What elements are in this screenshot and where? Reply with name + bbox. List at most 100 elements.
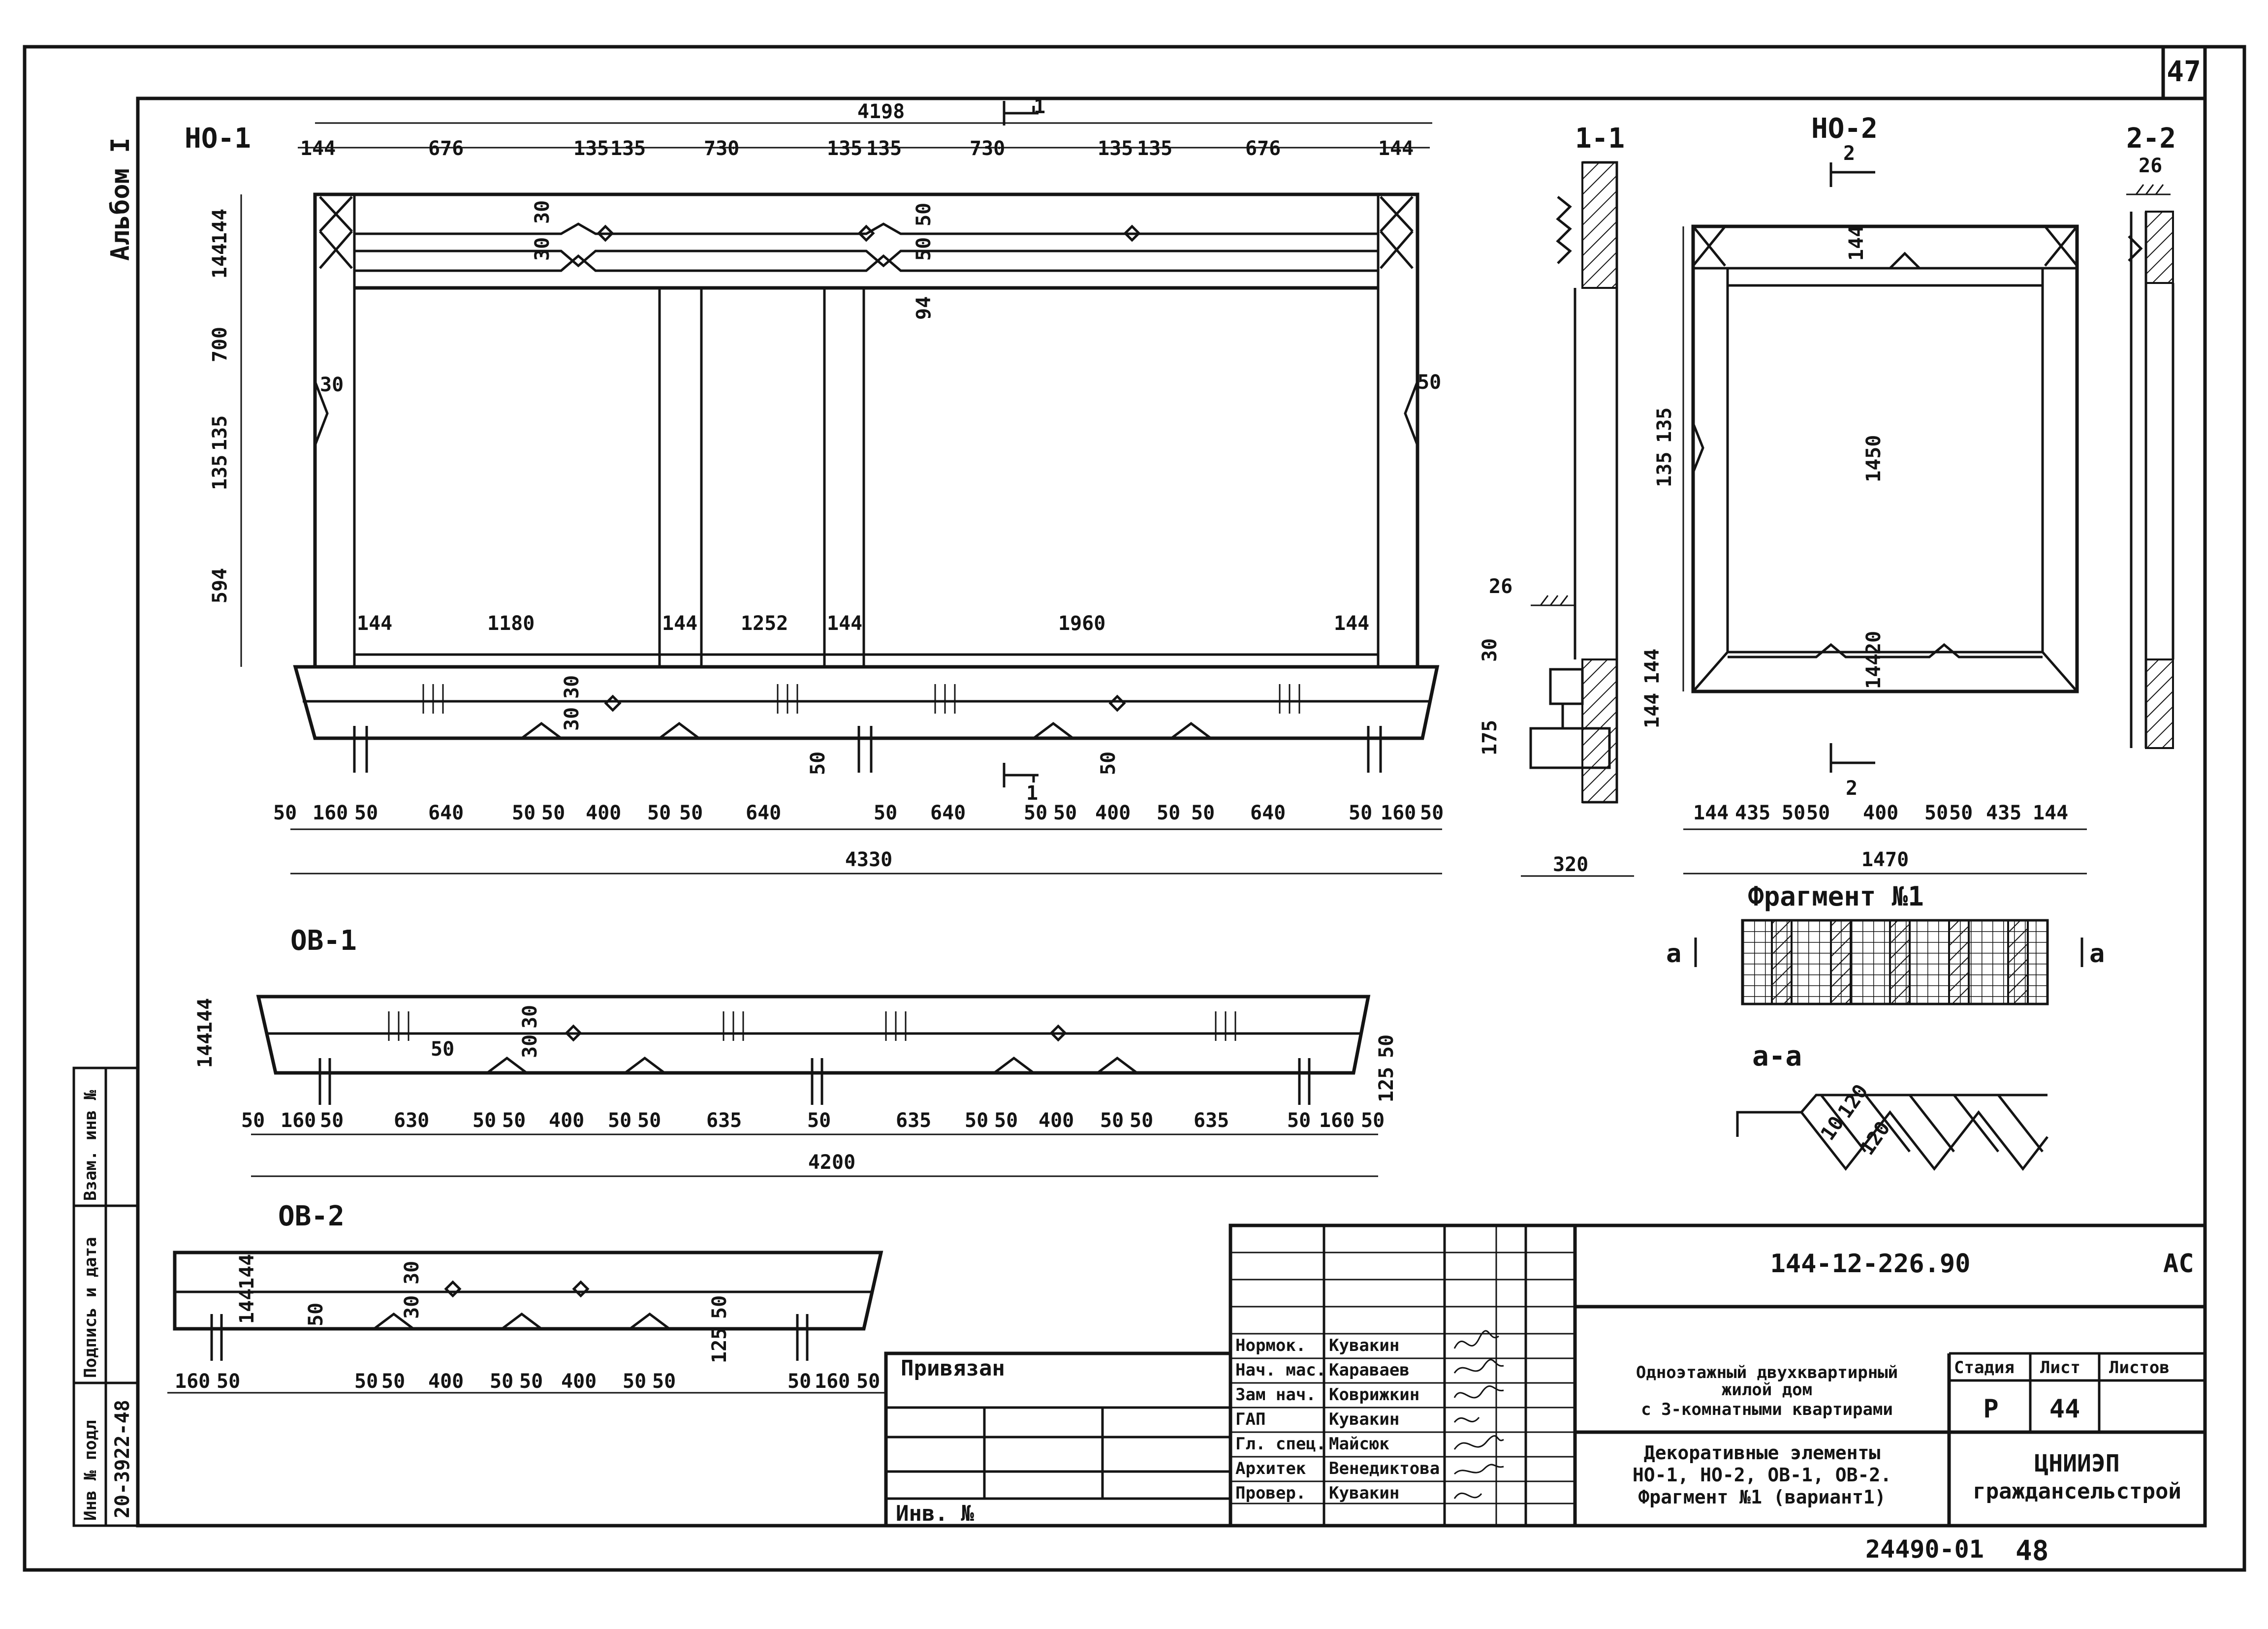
svg-text:с 3-комнатными квартирами: с 3-комнатными квартирами [1641, 1400, 1893, 1419]
title-block-org-2: граждансельстрой [1973, 1479, 2181, 1504]
svg-text:50: 50 [273, 802, 297, 824]
svg-text:400: 400 [1039, 1109, 1074, 1132]
view-no2: НО-2 2 144 135 135 1450 20 144 2 144 435… [1653, 113, 2087, 875]
svg-text:635: 635 [1194, 1109, 1229, 1132]
svg-text:144: 144 [1641, 693, 1664, 728]
svg-text:135: 135 [209, 455, 231, 490]
svg-text:Кувакин: Кувакин [1329, 1483, 1399, 1503]
no2-bottom-dims: 144 435 50 50 400 50 50 435 144 [1693, 802, 2068, 824]
no2-section-bottom: 2 [1846, 777, 1858, 800]
title-block-bound: Привязан [901, 1356, 1005, 1381]
view-no1: НО-1 4198 144 676 135 135 730 135 135 73… [185, 95, 1444, 875]
svg-text:50: 50 [1191, 802, 1215, 824]
title-block-inv: Инв. № [896, 1501, 974, 1526]
title-block-code: 144-12-226.90 [1770, 1249, 1971, 1279]
svg-text:Караваев: Караваев [1329, 1360, 1410, 1380]
svg-text:594: 594 [209, 568, 231, 603]
title-block-roles: Нормок. Кувакин Нач. мас. Караваев Зам н… [1235, 1336, 1440, 1503]
side-stamp: Инв № подл Подпись и дата Взам. инв № 20… [72, 1066, 139, 1527]
sec11-dim-320: 320 [1553, 853, 1588, 876]
svg-text:50: 50 [647, 802, 671, 824]
svg-text:125: 125 [1375, 1067, 1398, 1102]
svg-text:160: 160 [175, 1370, 210, 1393]
svg-text:1450: 1450 [1862, 435, 1885, 482]
svg-text:50: 50 [708, 1295, 731, 1319]
svg-text:30: 30 [519, 1005, 541, 1029]
title-block-stage-label: Стадия [1954, 1358, 2015, 1378]
svg-text:400: 400 [586, 802, 621, 824]
svg-text:50: 50 [807, 1109, 831, 1132]
svg-text:635: 635 [896, 1109, 931, 1132]
svg-text:144: 144 [236, 1254, 258, 1289]
no1-section-mark-bottom: 1 [1026, 782, 1038, 805]
svg-text:94: 94 [913, 296, 935, 320]
svg-text:50: 50 [431, 1038, 454, 1061]
svg-text:640: 640 [428, 802, 464, 824]
svg-text:160: 160 [1319, 1109, 1354, 1132]
svg-text:635: 635 [706, 1109, 742, 1132]
svg-text:50: 50 [788, 1370, 811, 1393]
svg-text:20: 20 [1862, 631, 1885, 655]
view-ob2: ОВ-2 144 144 30 30 50 50 125 160 50 50 5… [167, 1200, 886, 1394]
svg-text:160: 160 [1381, 802, 1416, 824]
sheet-number: 47 [2167, 55, 2201, 88]
svg-text:30: 30 [320, 374, 344, 396]
svg-text:50: 50 [354, 1370, 378, 1393]
svg-text:144: 144 [236, 1288, 258, 1324]
svg-text:Зам нач.: Зам нач. [1235, 1385, 1316, 1405]
svg-text:Инв № подл: Инв № подл [81, 1420, 100, 1521]
svg-text:144: 144 [1334, 612, 1369, 635]
svg-text:50: 50 [354, 802, 378, 824]
svg-text:1960: 1960 [1058, 612, 1105, 635]
sec22-dim-26: 26 [2139, 155, 2162, 177]
svg-text:144: 144 [1862, 654, 1885, 689]
svg-text:50: 50 [1097, 752, 1120, 775]
svg-text:50: 50 [608, 1109, 631, 1132]
svg-text:1180: 1180 [487, 612, 535, 635]
svg-text:160: 160 [281, 1109, 316, 1132]
no2-title: НО-2 [1811, 113, 1878, 145]
svg-text:жилой дом: жилой дом [1722, 1380, 1812, 1400]
svg-text:30: 30 [531, 200, 554, 224]
svg-text:ГАП: ГАП [1235, 1410, 1265, 1429]
svg-text:144: 144 [827, 612, 862, 635]
svg-text:135: 135 [1137, 137, 1172, 160]
svg-text:Декоративные элементы: Декоративные элементы [1644, 1442, 1881, 1464]
svg-text:50: 50 [623, 1370, 646, 1393]
sec11-title: 1-1 [1575, 123, 1625, 155]
svg-text:144: 144 [209, 209, 231, 244]
svg-text:400: 400 [549, 1109, 584, 1132]
svg-text:730: 730 [970, 137, 1005, 160]
svg-text:Кувакин: Кувакин [1329, 1410, 1399, 1429]
svg-text:400: 400 [561, 1370, 597, 1393]
svg-text:50: 50 [652, 1370, 676, 1393]
view-section-2-2: 2-2 26 [2126, 123, 2176, 749]
svg-text:30: 30 [561, 675, 583, 699]
svg-text:Нач. мас.: Нач. мас. [1235, 1360, 1326, 1380]
no1-top-total: 4198 [857, 100, 905, 123]
svg-text:400: 400 [1863, 802, 1898, 824]
svg-text:144: 144 [194, 998, 217, 1034]
svg-text:144: 144 [357, 612, 392, 635]
svg-text:144: 144 [209, 243, 231, 279]
title-block-sheet-title: Декоративные элементы НО-1, НО-2, ОВ-1, … [1633, 1442, 1891, 1508]
no1-title: НО-1 [185, 123, 251, 155]
no1-bottom-total: 4330 [845, 848, 892, 871]
svg-text:Фрагмент №1 (вариант1): Фрагмент №1 (вариант1) [1638, 1486, 1886, 1508]
svg-text:640: 640 [930, 802, 966, 824]
svg-text:30: 30 [401, 1261, 423, 1284]
svg-text:120: 120 [1834, 1080, 1873, 1123]
page-number: 48 [2016, 1535, 2048, 1567]
svg-text:50: 50 [1418, 371, 1441, 394]
ob1-bottom-total: 4200 [808, 1151, 855, 1174]
fragment-title: Фрагмент №1 [1748, 881, 1924, 912]
svg-text:Майсюк: Майсюк [1329, 1434, 1389, 1454]
svg-text:144: 144 [2033, 802, 2068, 824]
svg-text:50: 50 [241, 1109, 265, 1132]
svg-text:144: 144 [1693, 802, 1729, 824]
svg-text:30: 30 [561, 707, 583, 731]
svg-text:50: 50 [1349, 802, 1372, 824]
view-ob1: ОВ-1 144 144 30 30 50 50 125 50 160 50 6… [194, 925, 1398, 1177]
svg-text:700: 700 [209, 327, 231, 362]
svg-text:30: 30 [519, 1034, 541, 1058]
